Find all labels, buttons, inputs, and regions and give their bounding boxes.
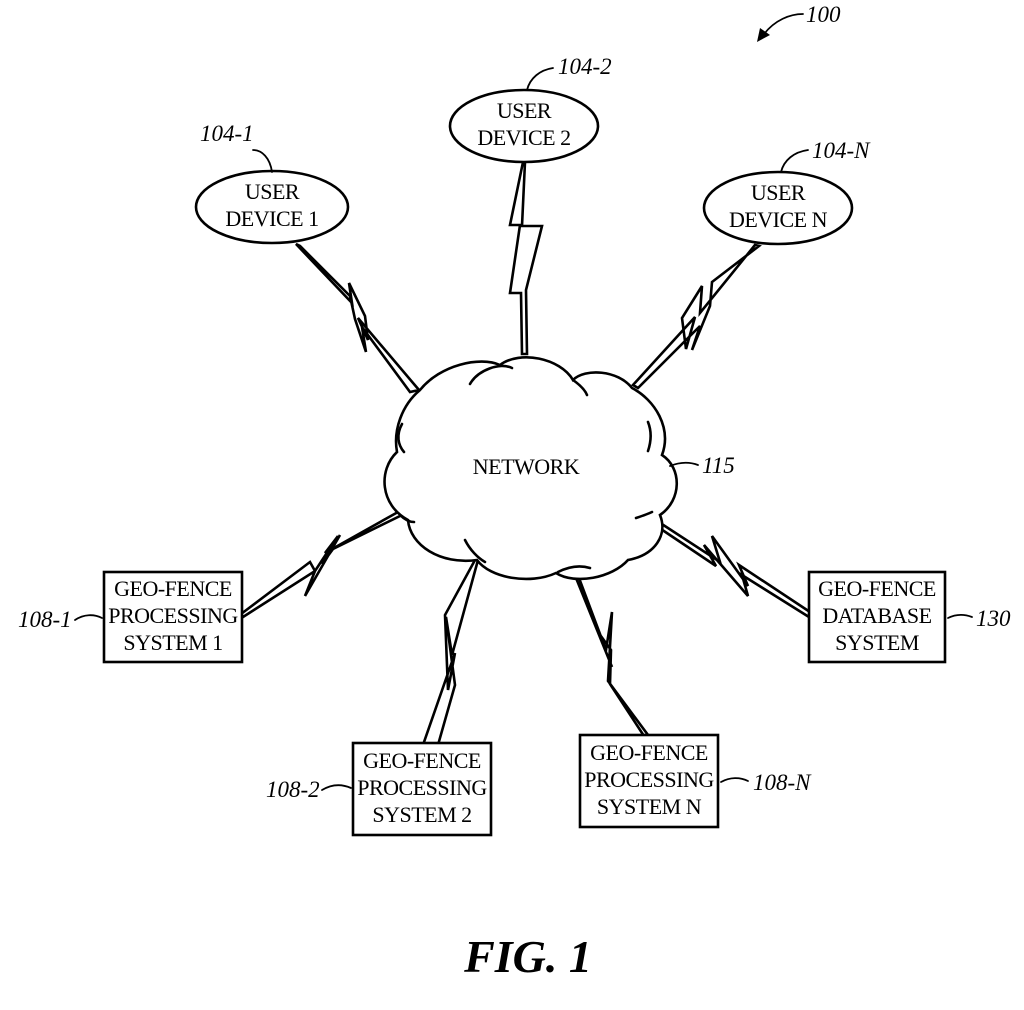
network-ref-leader bbox=[669, 461, 699, 467]
processing-system-n-ref-leader bbox=[720, 777, 749, 783]
processing-system-1-box bbox=[102, 570, 244, 664]
wireless-link-104-N bbox=[630, 243, 762, 390]
processing-system-n-box bbox=[578, 733, 720, 829]
processing-system-n-line2: PROCESSING bbox=[584, 767, 714, 792]
cloud-arc bbox=[398, 513, 416, 524]
network-ref-label: 115 bbox=[702, 453, 735, 478]
cloud-arc bbox=[646, 420, 652, 453]
processing-system-n: GEO-FENCE PROCESSING SYSTEM N 108-N bbox=[578, 733, 812, 829]
database-system-ref: 130 bbox=[976, 606, 1011, 631]
user-device-2: USER DEVICE 2 104-2 bbox=[448, 54, 612, 164]
database-system-line3: SYSTEM bbox=[835, 630, 919, 655]
figure-ref-label: 100 bbox=[806, 2, 841, 27]
processing-system-1-ref: 108-1 bbox=[18, 607, 72, 632]
user-device-n-line2: DEVICE N bbox=[729, 207, 828, 232]
wireless-link-104-2 bbox=[508, 160, 544, 356]
user-device-1-line1: USER bbox=[245, 179, 300, 204]
user-device-n-line1: USER bbox=[751, 180, 806, 205]
cloud-arc bbox=[634, 510, 654, 520]
user-device-2-ellipse bbox=[448, 88, 600, 164]
processing-system-2-ref: 108-2 bbox=[266, 777, 320, 802]
processing-system-1-line2: PROCESSING bbox=[108, 603, 238, 628]
cloud-arc bbox=[571, 378, 589, 397]
processing-system-2-ref-leader bbox=[321, 784, 352, 791]
processing-system-n-ref: 108-N bbox=[753, 770, 812, 795]
processing-system-n-line3: SYSTEM N bbox=[597, 794, 702, 819]
cloud-arc bbox=[463, 538, 487, 564]
database-system-ref-leader bbox=[947, 613, 973, 619]
cloud-arc bbox=[397, 422, 406, 454]
processing-system-1-ref-leader bbox=[74, 614, 103, 621]
cloud-arc bbox=[468, 364, 514, 386]
database-system-line2: DATABASE bbox=[822, 603, 931, 628]
user-device-n-ref-leader bbox=[780, 149, 809, 173]
wireless-link-130 bbox=[644, 513, 816, 619]
cloud-arc bbox=[556, 565, 592, 574]
figure-ref-100: 100 bbox=[757, 2, 841, 42]
user-device-2-ref-leader bbox=[526, 67, 554, 91]
figure-title: FIG. 1 bbox=[463, 931, 592, 982]
database-system-line1: GEO-FENCE bbox=[818, 576, 936, 601]
processing-system-1: GEO-FENCE PROCESSING SYSTEM 1 108-1 bbox=[18, 570, 244, 664]
wireless-link-108-N bbox=[568, 560, 651, 738]
processing-system-n-line1: GEO-FENCE bbox=[590, 740, 708, 765]
network-cloud: NETWORK 115 bbox=[383, 356, 735, 581]
wireless-link-104-1 bbox=[295, 242, 422, 394]
user-device-n-ellipse bbox=[702, 170, 854, 246]
processing-system-2-box bbox=[351, 741, 493, 837]
processing-system-2: GEO-FENCE PROCESSING SYSTEM 2 108-2 bbox=[266, 741, 493, 837]
user-device-1-line2: DEVICE 1 bbox=[225, 206, 318, 231]
user-device-2-line1: USER bbox=[497, 98, 552, 123]
user-device-1-ref: 104-1 bbox=[200, 121, 254, 146]
wireless-link-108-2 bbox=[421, 558, 480, 747]
database-system: GEO-FENCE DATABASE SYSTEM 130 bbox=[807, 570, 1011, 664]
processing-system-1-line3: SYSTEM 1 bbox=[123, 630, 222, 655]
database-system-box bbox=[807, 570, 947, 664]
processing-system-1-line1: GEO-FENCE bbox=[114, 576, 232, 601]
user-device-1: USER DEVICE 1 104-1 bbox=[194, 121, 350, 245]
wireless-link-108-1 bbox=[239, 510, 405, 619]
figure-ref-leader bbox=[763, 13, 804, 35]
user-device-1-ref-leader bbox=[252, 149, 273, 173]
network-label: NETWORK bbox=[473, 454, 580, 479]
user-device-n-ref: 104-N bbox=[812, 138, 871, 163]
processing-system-2-line2: PROCESSING bbox=[357, 775, 487, 800]
arrowhead-icon bbox=[757, 28, 770, 42]
user-device-2-line2: DEVICE 2 bbox=[477, 125, 570, 150]
user-device-2-ref: 104-2 bbox=[558, 54, 612, 79]
processing-system-2-line1: GEO-FENCE bbox=[363, 748, 481, 773]
user-device-n: USER DEVICE N 104-N bbox=[702, 138, 871, 246]
processing-system-2-line3: SYSTEM 2 bbox=[372, 802, 471, 827]
